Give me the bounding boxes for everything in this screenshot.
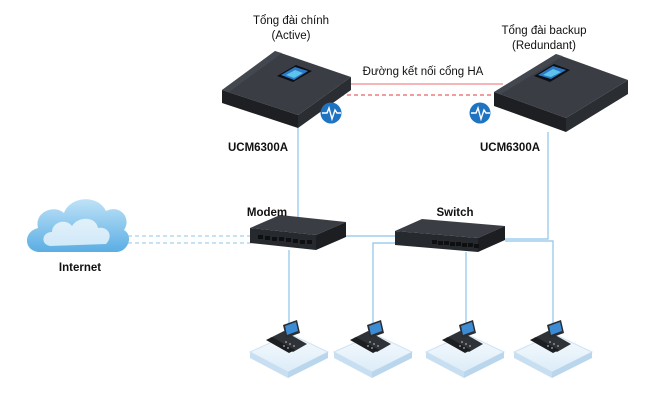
- ip-phone-4[interactable]: [512, 320, 594, 378]
- internet-links: [128, 235, 255, 244]
- ip-phone-3[interactable]: [424, 320, 506, 378]
- ha-link-label: Đường kết nối cổng HA: [362, 66, 484, 78]
- cloud-icon: [26, 199, 130, 252]
- modem-device[interactable]: [250, 215, 346, 250]
- heartbeat-pulse-icon: [320, 102, 342, 124]
- lcd-screen-icon: [534, 64, 570, 82]
- backup-server-status: (Redundant): [512, 40, 576, 52]
- ethernet-ports: [432, 240, 479, 248]
- ip-phone-icon: [424, 320, 506, 378]
- ethernet-ports: [258, 235, 312, 244]
- link-switch-to-phone-4: [505, 240, 554, 333]
- active-server-status: (Active): [271, 30, 311, 42]
- active-server-model: UCM6300A: [227, 142, 289, 154]
- backup-server-title: Tổng đài backup: [501, 25, 587, 37]
- ip-phone-icon: [332, 320, 414, 378]
- ip-phone-1[interactable]: [248, 320, 330, 378]
- modem-label: Modem: [246, 207, 288, 219]
- ip-phone-icon: [512, 320, 594, 378]
- heartbeat-pulse-icon: [469, 102, 491, 124]
- lcd-screen-icon: [277, 65, 312, 82]
- ucm-backup-device[interactable]: [494, 54, 628, 132]
- active-server-title: Tổng đài chính: [252, 15, 330, 27]
- link-switch-to-phone-2: [372, 242, 422, 333]
- ucm-active-device[interactable]: [222, 51, 351, 128]
- backup-server-model: UCM6300A: [479, 142, 541, 154]
- switch-device[interactable]: [395, 219, 505, 252]
- link-backup-to-switch: [505, 132, 549, 240]
- switch-label: Switch: [436, 207, 474, 219]
- ip-phone-icon: [248, 320, 330, 378]
- internet-label: Internet: [58, 262, 102, 274]
- ip-phone-2[interactable]: [332, 320, 414, 378]
